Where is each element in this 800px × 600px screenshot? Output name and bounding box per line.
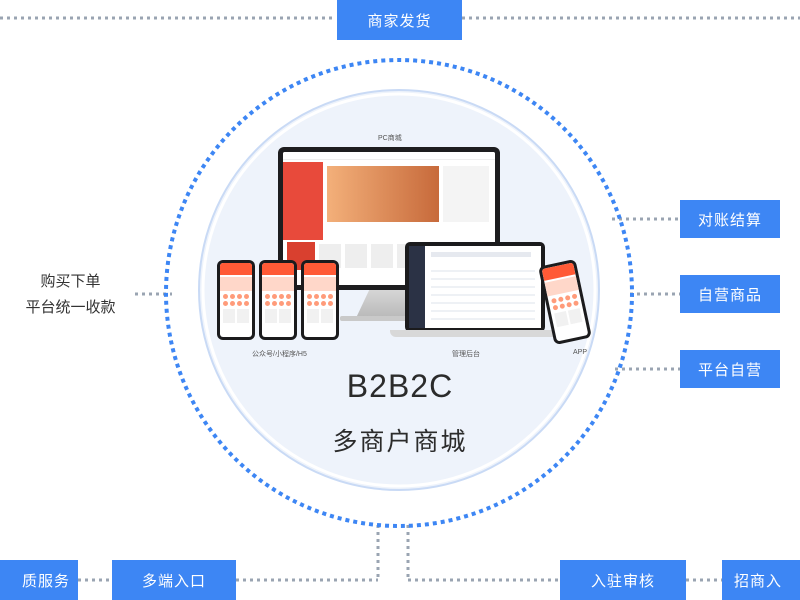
- box-merchant-shipping: 商家发货: [337, 0, 462, 40]
- phone-mockup-2: [259, 260, 297, 340]
- label-app: APP: [573, 349, 588, 356]
- box-reconciliation: 对账结算: [680, 200, 780, 238]
- label-mini-program: 公众号/小程序/H5: [252, 351, 307, 358]
- laptop-base: [390, 330, 560, 337]
- center-title: B2B2C: [346, 368, 454, 404]
- box-merchant-recruit: 招商入: [722, 560, 800, 600]
- left-caption: 购买下单 平台统一收款: [8, 268, 133, 320]
- box-self-goods: 自营商品: [680, 275, 780, 313]
- admin-laptop-image: [405, 242, 545, 332]
- box-entry-review: 入驻审核: [560, 560, 686, 600]
- center-subtitle: 多商户商城: [332, 427, 468, 456]
- inner-glow: [201, 92, 597, 488]
- label-pc-mall: PC商城: [378, 135, 402, 142]
- label-admin: 管理后台: [452, 351, 480, 358]
- left-caption-line-1: 购买下单: [40, 272, 101, 290]
- left-caption-line-2: 平台统一收款: [25, 298, 116, 316]
- outer-ring: [164, 58, 634, 528]
- phone-mockup-1: [217, 260, 255, 340]
- box-quality-service: 质服务: [0, 560, 78, 600]
- box-multi-entry: 多端入口: [112, 560, 236, 600]
- monitor-base: [340, 316, 438, 321]
- phone-mockup-3: [301, 260, 339, 340]
- box-platform-self: 平台自营: [680, 350, 780, 388]
